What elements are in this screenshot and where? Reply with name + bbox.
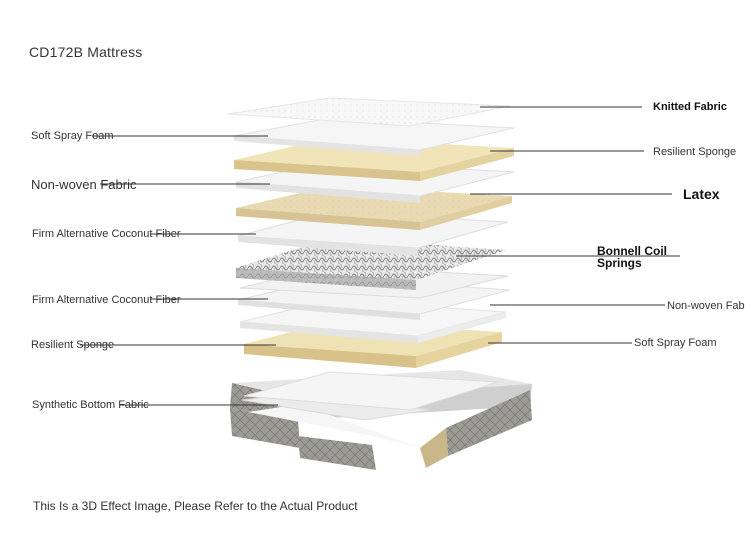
label-resilient-sponge-right: Resilient Sponge <box>653 146 737 158</box>
bonnell-coil-springs-layer <box>236 238 506 290</box>
footer-disclaimer: This Is a 3D Effect Image, Please Refer … <box>33 499 358 513</box>
leader-lines <box>80 106 680 406</box>
synthetic-bottom-layer <box>243 371 499 411</box>
label-firm-coconut-lower: Firm Alternative Coconut Fiber <box>32 294 181 306</box>
label-firm-coconut-upper: Firm Alternative Coconut Fiber <box>32 228 181 240</box>
label-resilient-sponge-left: Resilient Sponge <box>31 339 115 351</box>
label-latex: Latex <box>683 186 720 202</box>
label-bonnell-line2: Springs <box>597 256 642 270</box>
label-non-woven-fabric-left: Non-woven Fabric <box>31 177 137 192</box>
latex-layer <box>236 186 512 230</box>
label-bonnell-line1: Bonnell Coil <box>597 244 667 258</box>
label-non-woven-fab-right: Non-woven Fab <box>667 300 745 312</box>
label-synthetic-bottom-fabric: Synthetic Bottom Fabric <box>32 399 149 411</box>
label-soft-spray-foam-left: Soft Spray Foam <box>31 130 114 142</box>
soft-spray-foam-upper-layer <box>233 117 515 156</box>
label-knitted-fabric: Knitted Fabric <box>653 101 727 113</box>
knitted-fabric-layer <box>227 97 511 127</box>
page-title: CD172B Mattress <box>29 44 143 60</box>
label-soft-spray-foam-right: Soft Spray Foam <box>634 337 717 349</box>
